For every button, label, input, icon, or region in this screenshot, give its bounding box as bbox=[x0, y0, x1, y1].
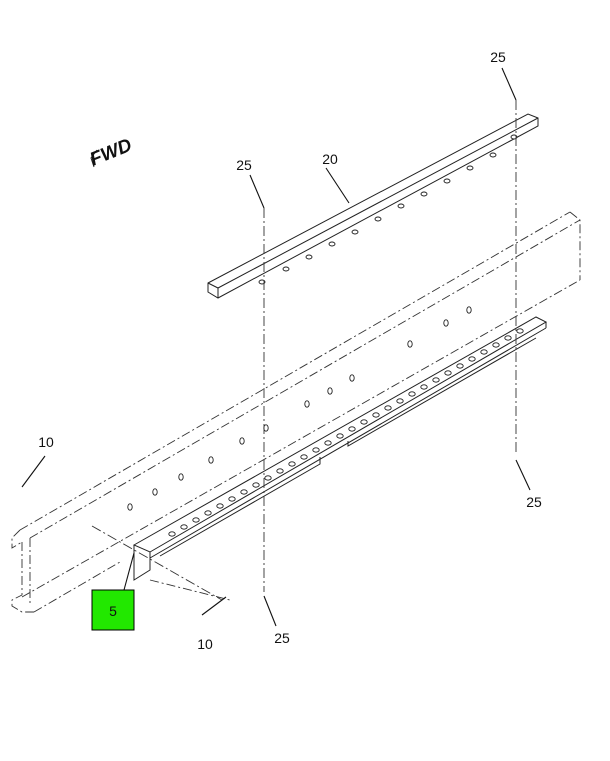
fastener-alignment-lines bbox=[91, 100, 517, 601]
leader-lines bbox=[21, 67, 531, 627]
callout-5-highlight[interactable]: 5 bbox=[91, 589, 135, 631]
callout-5-label[interactable]: 5 bbox=[109, 603, 117, 619]
forward-direction-label: FWD bbox=[87, 135, 135, 171]
callout-10-upper: 10 bbox=[38, 434, 54, 450]
callout-25-bottom: 25 bbox=[274, 630, 290, 646]
forward-direction-indicator: FWD bbox=[87, 135, 135, 171]
angle-bracket bbox=[132, 316, 548, 581]
callout-25-right: 25 bbox=[526, 494, 542, 510]
frame-rail-phantom bbox=[11, 211, 581, 613]
forward-arrow-icon bbox=[90, 149, 98, 168]
callout-25-top-right: 25 bbox=[490, 49, 506, 65]
upper-plate-holes bbox=[258, 134, 518, 285]
frame-rail-holes bbox=[127, 306, 472, 511]
upper-plate bbox=[207, 113, 539, 299]
callout-25-top-left: 25 bbox=[236, 157, 252, 173]
callout-20: 20 bbox=[322, 151, 338, 167]
callout-5-box[interactable] bbox=[91, 589, 135, 631]
bracket-slots bbox=[168, 328, 524, 537]
callout-10-lower: 10 bbox=[197, 636, 213, 652]
